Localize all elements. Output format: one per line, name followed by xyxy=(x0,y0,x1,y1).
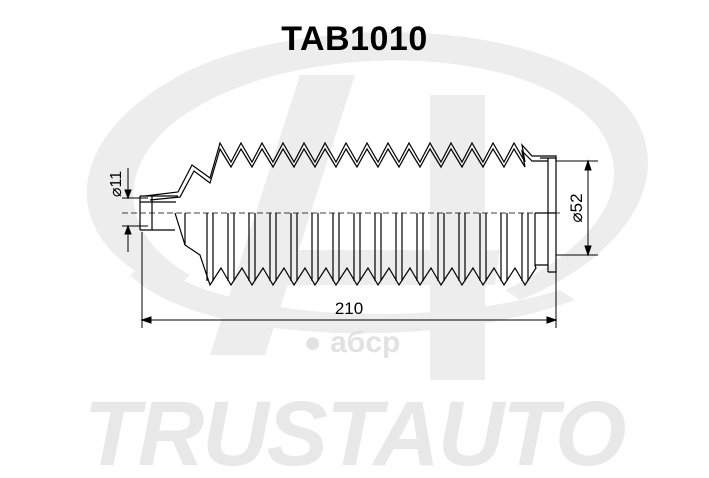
part-code-title: TAB1010 xyxy=(281,20,428,58)
watermark-brand: TRUSTAUTO xyxy=(84,383,626,473)
watermark-letter-bar xyxy=(245,250,500,285)
boot-drawing xyxy=(122,141,560,287)
dim-length-label: 210 xyxy=(335,299,363,318)
dimension-lines xyxy=(122,159,598,328)
dim-length-arrow-left xyxy=(140,316,152,324)
bellows-pleats xyxy=(174,212,537,287)
dim-small-diameter-label: ⌀11 xyxy=(108,171,125,197)
dim-large-arrow-bottom xyxy=(584,245,592,257)
watermark-letter-shape-2 xyxy=(430,95,485,380)
watermark-site: ● aбcp xyxy=(304,326,401,359)
dim-small-arrow-bottom xyxy=(124,224,132,235)
dim-large-diameter-label: ⌀52 xyxy=(567,193,586,222)
boot-large-end xyxy=(540,157,557,273)
bellows-top-outline xyxy=(144,141,557,197)
dim-length-arrow-right xyxy=(546,316,558,324)
dim-small-arrow-top xyxy=(124,189,132,200)
bellows-top-inner-outline xyxy=(149,147,548,201)
dim-large-arrow-top xyxy=(584,159,592,171)
bellows-bottom-outline xyxy=(174,212,537,287)
boot-large-end-lower xyxy=(534,212,556,266)
watermark-logo: ● aбcp TRUSTAUTO xyxy=(84,32,648,478)
